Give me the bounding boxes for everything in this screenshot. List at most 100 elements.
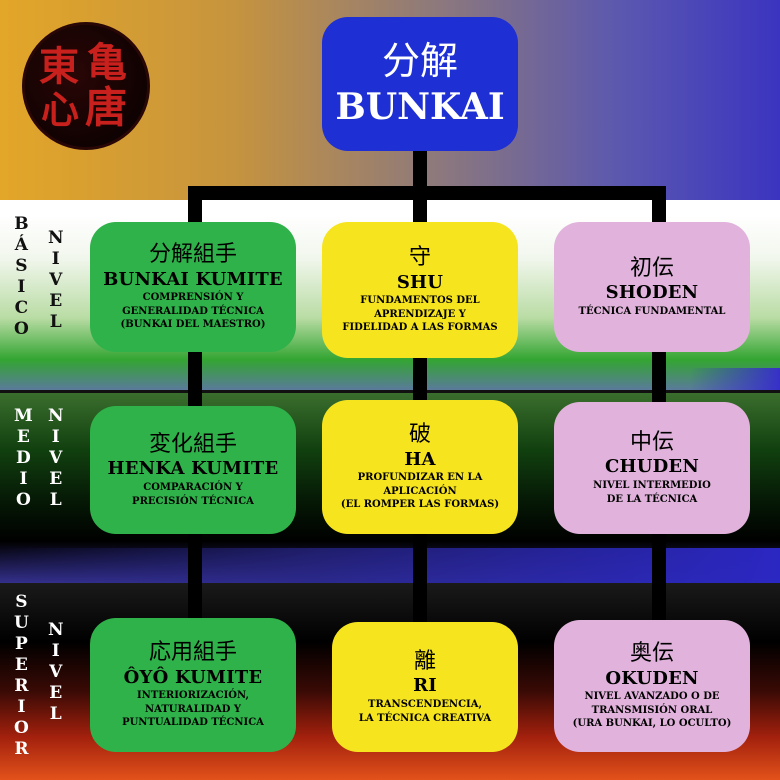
letter: U bbox=[14, 613, 29, 633]
desc-line: INTERIORIZACIÓN, bbox=[137, 690, 249, 702]
letter: E bbox=[49, 683, 63, 703]
letter: B bbox=[14, 214, 29, 234]
superior-nivel-label: N I V E L bbox=[48, 622, 64, 727]
letter: R bbox=[14, 676, 29, 696]
letter: M bbox=[14, 406, 33, 426]
node-description: INTERIORIZACIÓN, NATURALIDAD Y PUNTUALID… bbox=[122, 689, 264, 730]
desc-line: DE LA TÉCNICA bbox=[606, 493, 698, 505]
node-kanji: 守 bbox=[408, 245, 431, 271]
letter: D bbox=[16, 448, 31, 468]
desc-line: PUNTUALIDAD TÉCNICA bbox=[122, 717, 264, 729]
node-title: OKUDEN bbox=[605, 667, 699, 689]
letter: I bbox=[51, 641, 60, 661]
node-description: FUNDAMENTOS DEL APRENDIZAJE Y FIDELIDAD … bbox=[342, 294, 497, 335]
letter: E bbox=[49, 291, 63, 311]
letter: L bbox=[49, 704, 62, 724]
node-kanji: 初伝 bbox=[629, 255, 674, 281]
node-description: TRANSCENDENCIA, LA TÉCNICA CREATIVA bbox=[359, 698, 491, 725]
connector-line bbox=[188, 186, 666, 200]
oyo-kumite-node: 応用組手 ÔYÔ KUMITE INTERIORIZACIÓN, NATURAL… bbox=[90, 618, 296, 752]
desc-line: APLICACIÓN bbox=[383, 485, 457, 497]
node-kanji: 奥伝 bbox=[629, 641, 674, 667]
desc-line: TÉCNICA FUNDAMENTAL bbox=[578, 305, 726, 317]
desc-line: LA TÉCNICA CREATIVA bbox=[358, 712, 492, 724]
basic-level-label: B Á S I C O bbox=[14, 216, 29, 342]
ri-node: 離 RI TRANSCENDENCIA, LA TÉCNICA CREATIVA bbox=[332, 622, 518, 752]
letter: S bbox=[15, 256, 28, 276]
desc-line: FIDELIDAD A LAS FORMAS bbox=[342, 322, 498, 334]
node-kanji: 変化組手 bbox=[148, 431, 237, 457]
letter: V bbox=[49, 448, 63, 468]
letter: L bbox=[49, 490, 62, 510]
henka-kumite-node: 変化組手 HENKA KUMITE COMPARACIÓN Y PRECISIÓ… bbox=[90, 406, 296, 534]
node-kanji: 破 bbox=[408, 422, 431, 448]
letter: V bbox=[49, 662, 63, 682]
seal-char: 心 bbox=[41, 87, 80, 132]
seal-char: 東 bbox=[39, 43, 79, 90]
letter: L bbox=[49, 312, 62, 332]
level-separator bbox=[0, 390, 780, 393]
desc-line: APRENDIZAJE Y bbox=[374, 308, 466, 320]
ha-node: 破 HA PROFUNDIZAR EN LA APLICACIÓN (EL RO… bbox=[322, 400, 518, 534]
node-title: BUNKAI KUMITE bbox=[103, 268, 283, 290]
letter: I bbox=[19, 469, 28, 489]
desc-line: TRANSMISIÓN ORAL bbox=[591, 704, 713, 716]
connector-line bbox=[413, 150, 427, 192]
node-kanji: 離 bbox=[413, 648, 436, 674]
letter: N bbox=[48, 228, 64, 248]
seal-logo: 亀 唐 東 心 bbox=[22, 22, 150, 150]
letter: I bbox=[51, 427, 60, 447]
letter: N bbox=[48, 406, 64, 426]
node-title: SHU bbox=[396, 271, 444, 293]
node-title: RI bbox=[413, 675, 437, 697]
desc-line: TRANSCENDENCIA, bbox=[368, 699, 482, 711]
desc-line: FUNDAMENTOS DEL bbox=[360, 295, 480, 307]
letter: E bbox=[49, 469, 63, 489]
node-description: NIVEL AVANZADO O DE TRANSMISIÓN ORAL (UR… bbox=[573, 690, 732, 731]
chuden-node: 中伝 CHUDEN NIVEL INTERMEDIO DE LA TÉCNICA bbox=[554, 402, 750, 534]
node-kanji: 中伝 bbox=[629, 429, 674, 455]
seal-char: 亀 bbox=[87, 39, 127, 86]
desc-line: NATURALIDAD Y bbox=[144, 703, 241, 715]
node-title: HA bbox=[404, 448, 436, 470]
desc-line: COMPARACIÓN Y bbox=[143, 482, 243, 494]
desc-line: NIVEL AVANZADO O DE bbox=[584, 691, 720, 703]
letter: S bbox=[15, 592, 28, 612]
okuden-node: 奥伝 OKUDEN NIVEL AVANZADO O DE TRANSMISIÓ… bbox=[554, 620, 750, 752]
root-title: BUNKAI bbox=[335, 86, 505, 129]
letter: R bbox=[14, 739, 29, 759]
letter: O bbox=[14, 319, 29, 339]
superior-level-label: S U P E R I O R bbox=[14, 594, 29, 762]
desc-line: (BUNKAI DEL MAESTRO) bbox=[120, 319, 266, 331]
desc-line: COMPRENSIÓN Y bbox=[142, 292, 244, 304]
letter: C bbox=[14, 298, 29, 318]
node-kanji: 分解組手 bbox=[148, 242, 237, 268]
letter: Á bbox=[14, 235, 28, 255]
node-title: ÔYÔ KUMITE bbox=[123, 666, 263, 688]
letter: N bbox=[48, 620, 64, 640]
node-title: HENKA KUMITE bbox=[107, 458, 279, 480]
node-description: COMPARACIÓN Y PRECISIÓN TÉCNICA bbox=[132, 481, 254, 508]
letter: E bbox=[16, 427, 30, 447]
desc-line: (EL ROMPER LAS FORMAS) bbox=[340, 499, 500, 511]
shoden-node: 初伝 SHODEN TÉCNICA FUNDAMENTAL bbox=[554, 222, 750, 352]
medio-level-label: M E D I O bbox=[14, 408, 33, 513]
node-title: SHODEN bbox=[605, 282, 699, 303]
letter: V bbox=[49, 270, 63, 290]
seal-char: 唐 bbox=[85, 83, 128, 132]
desc-line: NIVEL INTERMEDIO bbox=[593, 480, 711, 492]
medio-nivel-label: N I V E L bbox=[48, 408, 64, 513]
letter: I bbox=[51, 249, 60, 269]
node-description: COMPRENSIÓN Y GENERALIDAD TÉCNICA (BUNKA… bbox=[121, 291, 266, 332]
letter: I bbox=[17, 277, 26, 297]
node-description: NIVEL INTERMEDIO DE LA TÉCNICA bbox=[593, 479, 711, 506]
node-kanji: 応用組手 bbox=[148, 640, 237, 666]
letter: P bbox=[15, 634, 28, 654]
letter: O bbox=[14, 718, 29, 738]
shu-node: 守 SHU FUNDAMENTOS DEL APRENDIZAJE Y FIDE… bbox=[322, 222, 518, 358]
node-description: PROFUNDIZAR EN LA APLICACIÓN (EL ROMPER … bbox=[341, 471, 499, 512]
bunkai-root-node: 分解 BUNKAI bbox=[322, 17, 518, 151]
desc-line: (URA BUNKAI, LO OCULTO) bbox=[572, 718, 732, 730]
node-description: TÉCNICA FUNDAMENTAL bbox=[579, 305, 726, 319]
letter: E bbox=[14, 655, 28, 675]
